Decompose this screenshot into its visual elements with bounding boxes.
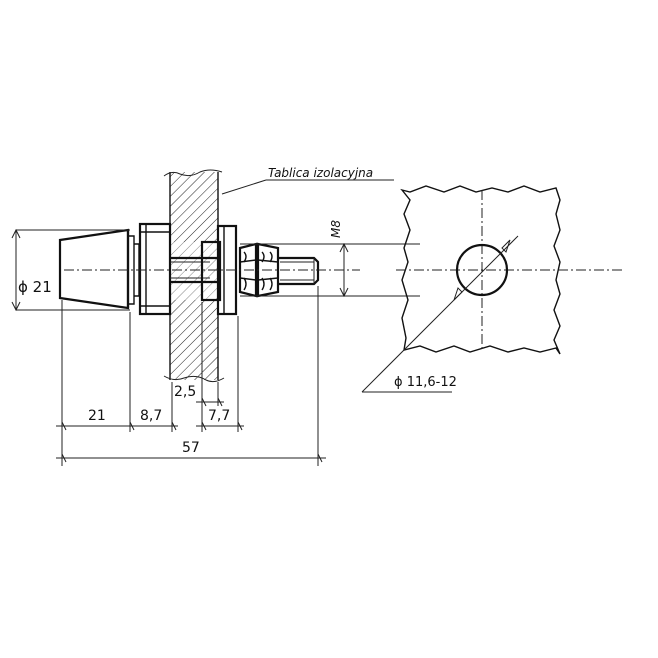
dim-m8-label: M8 — [329, 220, 343, 238]
panel-cutout-view: ϕ 11,6-12 — [361, 185, 624, 393]
panel-note-leader — [221, 179, 394, 195]
terminal-assembly: Tablica izolacyjna — [58, 166, 394, 383]
dim-7-7-label: 7,7 — [208, 408, 230, 424]
mounting-hole — [455, 243, 509, 297]
threaded-stud — [278, 256, 320, 286]
insulating-panel — [163, 169, 225, 383]
dim-8-7-label: 8,7 — [140, 408, 162, 424]
bolt-body — [170, 256, 218, 284]
dim-57-label: 57 — [182, 440, 200, 456]
dim-phi21-label: ϕ 21 — [18, 278, 52, 296]
dimensions: ϕ 21 M8 21 8,7 2,5 7,7 57 — [11, 220, 420, 466]
knob — [58, 228, 140, 310]
dim-21-label: 21 — [88, 408, 106, 424]
panel-note-label: Tablica izolacyjna — [268, 166, 373, 180]
panel-outline — [400, 185, 561, 355]
dim-2-5-label: 2,5 — [174, 384, 196, 400]
hole-diameter-leader — [361, 235, 519, 393]
collar — [138, 222, 172, 316]
hole-diameter-label: ϕ 11,6-12 — [394, 375, 457, 390]
